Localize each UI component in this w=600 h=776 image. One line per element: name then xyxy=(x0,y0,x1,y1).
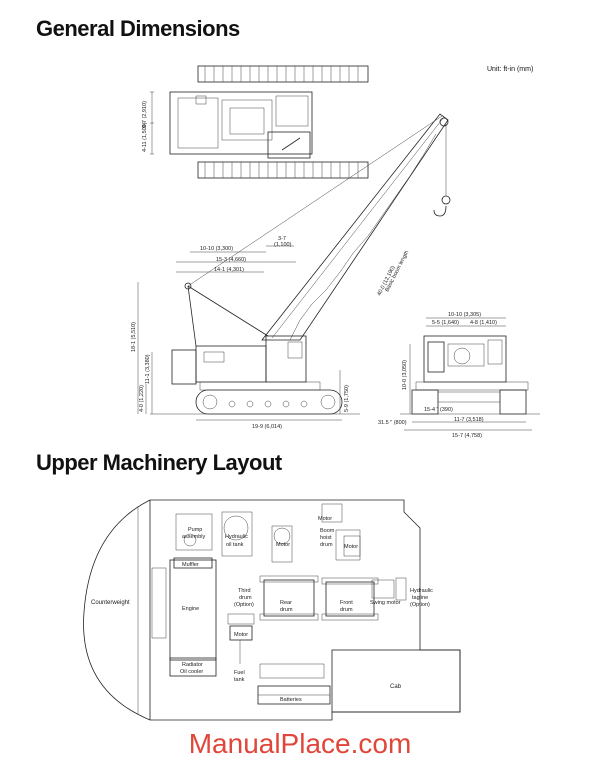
muffler-label: Muffler xyxy=(182,562,199,568)
fuel-tank-label-2: tank xyxy=(234,677,245,683)
dim-4-11: 4-11 (1,500) xyxy=(142,122,148,152)
rear-dim-31-5: 31.5 " (800) xyxy=(378,420,407,426)
dim-9-7: 9-7 (2,910) xyxy=(142,101,148,128)
dim-3-7-mm: (1,100) xyxy=(274,242,292,248)
radiator-label: Radiator xyxy=(182,662,203,668)
tagline-label-1: Hydraulic xyxy=(410,588,433,594)
rear-dim-10-0: 10-0 (3,050) xyxy=(402,360,408,390)
dim-15-3: 15-3 (4,660) xyxy=(216,257,246,263)
tagline-label-2: tagline xyxy=(412,595,428,601)
front-drum-label-2: drum xyxy=(340,607,353,613)
rear-dim-15-7: 15-7 (4,758) xyxy=(452,433,482,439)
dim-14-1: 14-1 (4,301) xyxy=(214,267,244,273)
swing-motor-label: Swing motor xyxy=(370,600,401,606)
watermark: ManualPlace.com xyxy=(188,728,412,759)
rear-drum-label-1: Rear xyxy=(280,600,292,606)
rear-drum-label-2: drum xyxy=(280,607,293,613)
dim-11-1: 11-1 (3,380) xyxy=(145,354,151,384)
dim-4-0: 4-0 (1,220) xyxy=(139,385,145,412)
rear-dim-4-8: 4-8 (1,410) xyxy=(470,320,497,326)
counterweight-label: Counterweight xyxy=(91,600,130,606)
rear-dim-11-7: 11-7 (3,518) xyxy=(454,417,484,423)
third-drum-label-1: Third xyxy=(238,588,251,594)
boom-hoist-label-2: hoist xyxy=(320,535,332,541)
batteries-label: Batteries xyxy=(280,697,302,703)
rear-motor-label: Motor xyxy=(276,542,290,548)
pump-label-2: assembly xyxy=(182,534,205,540)
rear-dim-5-5: 5-5 (1,640) xyxy=(432,320,459,326)
dim-10-10: 10-10 (3,300) xyxy=(200,246,233,252)
rear-view-drawing xyxy=(400,317,540,431)
boom-hoist-label-1: Boom xyxy=(320,528,335,534)
unit-note: Unit: ft-in (mm) xyxy=(487,66,534,73)
boom-motor-label: Motor xyxy=(318,516,332,522)
hyd-tank-label-1: Hydraulic xyxy=(225,534,248,540)
rear-dim-15-4: 15-4 " (390) xyxy=(424,407,453,413)
upper-machinery-heading: Upper Machinery Layout xyxy=(36,450,282,475)
cab-label: Cab xyxy=(390,684,402,690)
fuel-tank-label-1: Fuel xyxy=(234,670,245,676)
hyd-tank-label-2: oil tank xyxy=(226,542,244,548)
rear-dim-10-10: 10-10 (3,305) xyxy=(448,312,481,318)
third-drum-label-2: drum xyxy=(239,595,252,601)
top-view-drawing xyxy=(150,65,369,179)
front-drum-label-1: Front xyxy=(340,600,353,606)
third-motor-label: Motor xyxy=(234,632,248,638)
engine-label: Engine xyxy=(182,606,199,612)
dim-5-9: 5-9 (1,750) xyxy=(344,385,350,412)
dim-3-7: 3-7 xyxy=(278,236,286,242)
front-motor-label: Motor xyxy=(344,544,358,550)
pump-label-1: Pump xyxy=(188,527,202,533)
dim-18-1: 18-1 (5,510) xyxy=(131,322,137,352)
upper-layout-drawing xyxy=(83,499,461,721)
dim-19-9: 19-9 (6,014) xyxy=(252,424,282,430)
oil-cooler-label: Oil cooler xyxy=(180,669,203,675)
side-view-drawing xyxy=(137,113,451,421)
boom-hoist-label-3: drum xyxy=(320,542,333,548)
tagline-label-3: (Option) xyxy=(410,602,430,608)
third-drum-label-3: (Option) xyxy=(234,602,254,608)
general-dimensions-heading: General Dimensions xyxy=(36,16,240,41)
